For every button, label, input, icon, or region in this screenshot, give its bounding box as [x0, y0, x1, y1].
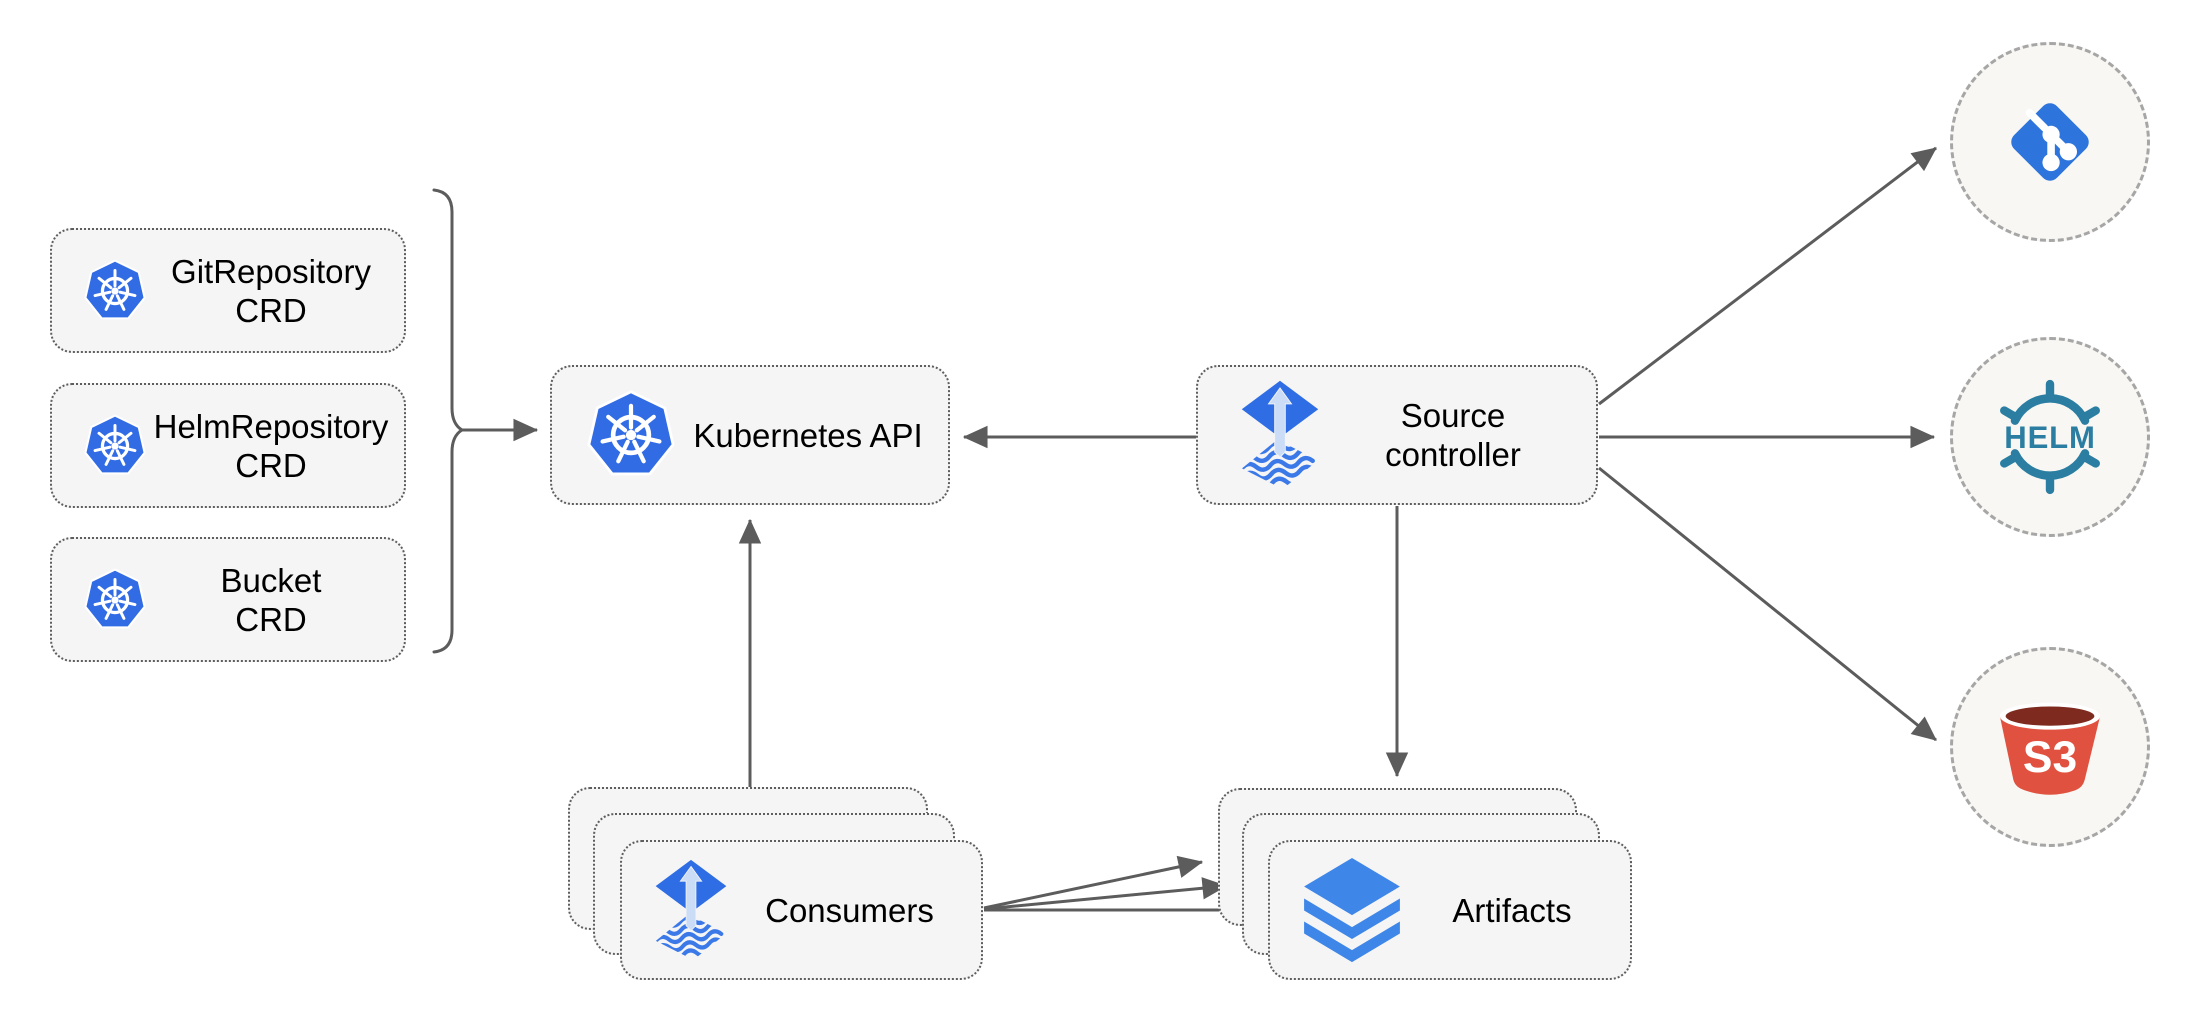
gitrepository-crd-line2: CRD — [235, 291, 307, 329]
helmrepository-crd-line2: CRD — [235, 446, 307, 484]
node-git-endpoint — [1950, 42, 2150, 242]
kubernetes-icon — [82, 413, 148, 479]
bucket-crd-line1: Bucket — [220, 561, 322, 599]
edge-consumers-to-artifacts-1 — [983, 855, 1204, 910]
node-gitrepository-crd: GitRepository CRD — [50, 228, 406, 353]
s3-logo-text: S3 — [2023, 733, 2077, 782]
gitrepository-crd-label: GitRepository CRD — [148, 252, 404, 330]
node-kubernetes-api: Kubernetes API — [550, 365, 950, 505]
edge-source-to-git — [1598, 146, 1937, 406]
consumers-label: Consumers — [765, 891, 934, 929]
helmrepository-crd-label: HelmRepository CRD — [148, 407, 404, 485]
node-source-controller: Source controller — [1196, 365, 1598, 505]
kubernetes-icon — [584, 388, 678, 482]
helm-icon: HELM — [1987, 374, 2113, 500]
node-consumers: Consumers — [620, 840, 983, 980]
crd-group-bracket — [432, 188, 465, 654]
node-helmrepository-crd: HelmRepository CRD — [50, 383, 406, 508]
git-icon — [1996, 88, 2104, 196]
kubernetes-api-label: Kubernetes API — [693, 416, 923, 454]
edge-consumers-to-artifacts-2 — [983, 877, 1228, 911]
artifacts-label: Artifacts — [1452, 891, 1572, 929]
node-helm-endpoint: HELM — [1950, 337, 2150, 537]
gitrepository-crd-line1: GitRepository — [171, 252, 371, 290]
helmrepository-crd-line1: HelmRepository — [153, 407, 389, 445]
flux-icon — [654, 858, 728, 962]
s3-bucket-icon: S3 — [1992, 693, 2108, 801]
source-controller-line2: controller — [1385, 436, 1521, 473]
edge-source-to-s3 — [1598, 466, 1937, 742]
helm-logo-text: HELM — [2004, 420, 2095, 455]
bucket-crd-label: Bucket CRD — [148, 561, 404, 639]
kubernetes-icon — [82, 567, 148, 633]
layers-icon — [1300, 857, 1404, 963]
kubernetes-icon — [82, 258, 148, 324]
bucket-crd-line2: CRD — [235, 600, 307, 638]
source-controller-line1: Source — [1400, 397, 1506, 434]
node-s3-endpoint: S3 — [1950, 647, 2150, 847]
source-controller-label: Source controller — [1320, 396, 1596, 474]
node-artifacts: Artifacts — [1268, 840, 1632, 980]
node-bucket-crd: Bucket CRD — [50, 537, 406, 662]
flux-icon — [1240, 379, 1320, 491]
